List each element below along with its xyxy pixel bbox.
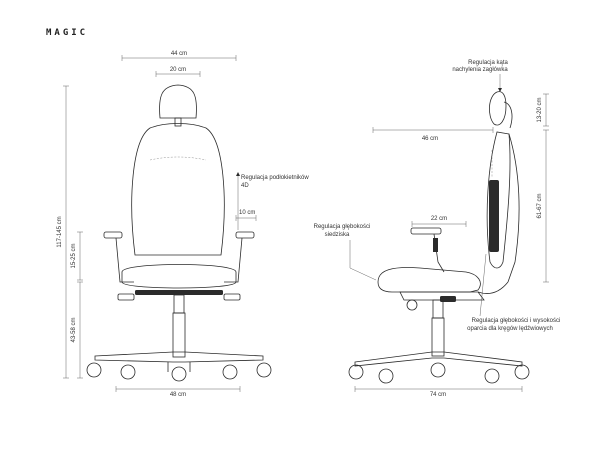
front-caster [120, 364, 136, 380]
front-seat [121, 264, 237, 289]
front-caster [256, 362, 272, 378]
side-seat-note-line1: Regulacja głębokości [314, 224, 371, 230]
front-left-armpad [103, 231, 123, 239]
side-lumbar-note-line1: Regulacja głębokości i wysokości [472, 318, 561, 324]
side-caster [514, 364, 530, 380]
front-seat-mechanism [135, 290, 223, 295]
side-seat [377, 267, 481, 293]
side-headrest [489, 91, 507, 126]
front-right-armpad [235, 231, 255, 239]
front-armrest-height-label: 15-25 cm [71, 243, 77, 268]
side-lever [440, 296, 456, 302]
front-armrest-note-line2: 4D [241, 183, 249, 189]
front-right-armrest-post [224, 237, 243, 283]
front-armrest-width-label: 10 cm [239, 210, 255, 216]
front-gas-lift-top [173, 294, 185, 314]
front-height-label: 117-145 cm [57, 216, 63, 247]
side-seat-mechanism [399, 291, 485, 301]
front-caster [171, 366, 187, 382]
front-headrest-width-label: 20 cm [170, 67, 186, 73]
side-lumbar-note-line2: oparcia dla kręgów lędźwiowych [467, 326, 553, 332]
side-lumbar-support [489, 180, 499, 252]
front-seat-height-label: 43-58 cm [71, 317, 77, 342]
side-armpad [410, 227, 442, 235]
side-seat-depth-label: 22 cm [431, 216, 447, 222]
front-dimensions: 44 cm 20 cm 117-145 cm 15-25 cm 43-58 cm… [57, 51, 309, 398]
side-caster [378, 368, 394, 384]
side-base [354, 351, 523, 367]
side-backrest-height-label: 61-67 cm [537, 193, 543, 218]
front-left-armrest-post [115, 237, 134, 283]
side-headrest-note-line1: Regulacja kąta [468, 60, 508, 66]
side-view-chair [348, 91, 530, 384]
front-caster [86, 362, 102, 378]
side-depth-label: 46 cm [422, 136, 438, 142]
side-seat-note-line2: siedziska [325, 232, 350, 238]
front-backrest [131, 123, 225, 256]
side-gas-lift-top [432, 299, 444, 319]
side-headrest-note-line2: nachylenia zagłówka [452, 67, 508, 73]
front-gas-lift [172, 312, 186, 358]
side-gas-lift [431, 317, 445, 357]
front-right-lever [223, 293, 241, 301]
front-width-label: 44 cm [171, 51, 187, 57]
side-dimensions: Regulacja kąta nachylenia zagłówka 13-20… [314, 60, 561, 398]
side-base-depth-label: 74 cm [430, 392, 446, 398]
front-headrest-post [174, 117, 182, 127]
side-caster [348, 364, 364, 380]
front-base [94, 351, 264, 363]
side-armrest-button [433, 238, 438, 252]
side-caster [430, 362, 446, 378]
front-left-lever [117, 293, 135, 301]
front-base-width-label: 48 cm [170, 392, 186, 398]
side-knob [406, 299, 418, 311]
front-armrest-note-line1: Regulacja podłokietników [241, 175, 309, 181]
brand-logo: MAGIC [46, 28, 89, 38]
front-headrest [159, 84, 197, 119]
side-backrest [486, 131, 511, 269]
front-caster [222, 364, 238, 380]
side-headrest-range-label: 13-20 cm [537, 97, 543, 122]
front-view-chair [86, 84, 272, 382]
side-caster [484, 368, 500, 384]
